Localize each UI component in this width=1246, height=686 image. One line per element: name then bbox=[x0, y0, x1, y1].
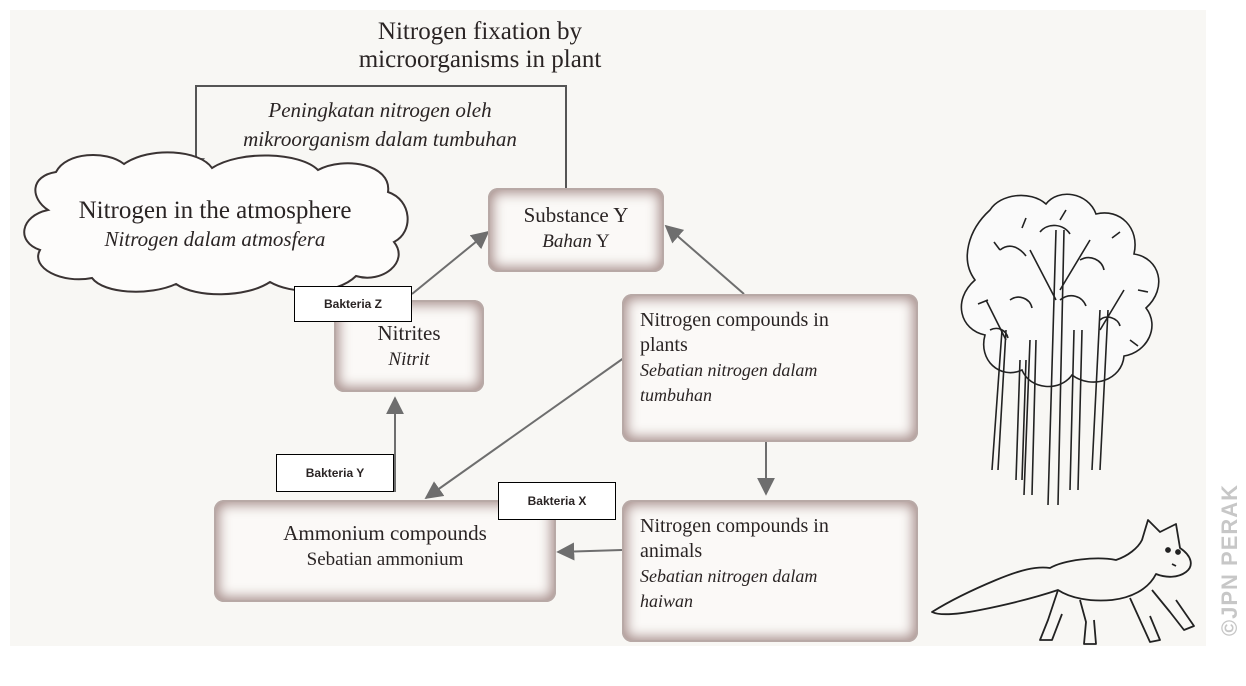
atmosphere-cloud bbox=[23, 151, 409, 296]
fox-illustration bbox=[931, 519, 1195, 645]
trees-illustration bbox=[960, 193, 1160, 506]
nitrites-my: Nitrit bbox=[388, 349, 430, 370]
animals-my: Sebatian nitrogen dalam haiwan bbox=[640, 566, 818, 611]
fixation-line bbox=[187, 85, 567, 190]
plants-box: Nitrogen compounds in plants Sebatian ni… bbox=[622, 294, 918, 442]
bacteria-y-label: Bakteria Y bbox=[276, 454, 394, 492]
ammonium-my: Sebatian ammonium bbox=[306, 549, 464, 570]
bacteria-z-label: Bakteria Z bbox=[294, 286, 412, 322]
animals-box: Nitrogen compounds in animals Sebatian n… bbox=[622, 500, 918, 642]
fixation-title-my: Peningkatan nitrogen oleh mikroorganism … bbox=[243, 98, 517, 151]
plants-my: Sebatian nitrogen dalam tumbuhan bbox=[640, 360, 818, 405]
ammonium-box: Ammonium compounds Sebatian ammonium bbox=[214, 500, 556, 602]
arrow-nitrites-to-substance bbox=[411, 230, 490, 295]
atmosphere-label: Nitrogen in the atmosphere Nitrogen dala… bbox=[40, 196, 390, 253]
fixation-title-en: Nitrogen fixation by microorganisms in p… bbox=[358, 18, 602, 73]
substance-y-box: Substance Y Bahan Y bbox=[488, 188, 664, 272]
ammonium-en: Ammonium compounds bbox=[283, 521, 487, 545]
atmosphere-label-my: Nitrogen dalam atmosfera bbox=[104, 227, 326, 251]
watermark-jpn-perak: ©JPN PERAK bbox=[1217, 483, 1242, 637]
nitrites-en: Nitrites bbox=[377, 321, 441, 345]
arrow-plants-to-ammonium bbox=[424, 354, 629, 500]
arrow-animals-to-ammonium bbox=[556, 542, 623, 561]
bacteria-x-label: Bakteria X bbox=[498, 482, 616, 520]
substance-y-my: Bahan Y bbox=[542, 231, 610, 252]
substance-y-en: Substance Y bbox=[523, 203, 629, 227]
plants-en: Nitrogen compounds in plants bbox=[640, 309, 829, 356]
atmosphere-label-en: Nitrogen in the atmosphere bbox=[78, 197, 352, 224]
animals-en: Nitrogen compounds in animals bbox=[640, 515, 829, 562]
arrow-plants-to-substance bbox=[664, 224, 745, 295]
